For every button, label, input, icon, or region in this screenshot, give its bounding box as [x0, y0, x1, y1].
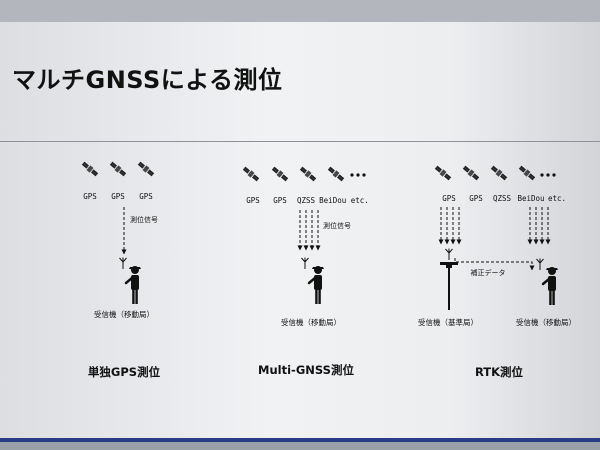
- satellite-label: GPS: [83, 192, 97, 201]
- antenna-icon: [301, 257, 309, 270]
- receiver-label: 受信機（移動局）: [94, 309, 154, 319]
- satellite-icon: [489, 164, 509, 182]
- method-label: 単独GPS測位: [88, 365, 161, 379]
- section-rtk: GPS GPS QZSS BeiDou etc. 補正データ 受信機（基準局） …: [418, 164, 576, 379]
- satellite-icon: [517, 164, 537, 182]
- satellite-icon: [270, 165, 290, 183]
- screen-bottom-band: [0, 442, 600, 450]
- satellite-label: GPS: [139, 192, 153, 201]
- title-divider: [0, 141, 600, 142]
- person-icon: [541, 265, 560, 307]
- satellite-label: QZSS: [493, 194, 512, 203]
- base-station-icon: [440, 248, 458, 310]
- satellite-label: BeiDou: [517, 194, 544, 203]
- method-label: RTK測位: [475, 365, 524, 379]
- base-receiver-label: 受信機（基準局）: [418, 317, 478, 327]
- satellite-icon: [136, 160, 156, 178]
- satellite-icon: [326, 165, 346, 183]
- satellite-icon: [108, 160, 128, 178]
- satellite-icon: [461, 164, 481, 182]
- method-label: Multi-GNSS測位: [258, 363, 354, 377]
- correction-label: 補正データ: [471, 268, 506, 277]
- satellite-label: QZSS: [297, 196, 316, 205]
- satellite-label: etc.: [548, 194, 566, 203]
- satellite-label: GPS: [442, 194, 456, 203]
- satellite-icon: [241, 165, 261, 183]
- ellipsis-dots: [350, 173, 366, 177]
- screen-top-band: [0, 0, 600, 22]
- ellipsis-dots: [540, 173, 556, 177]
- correction-arrow: [454, 258, 535, 271]
- screen-bottom-strip: [0, 438, 600, 442]
- satellite-label: GPS: [246, 196, 260, 205]
- satellite-label: GPS: [111, 192, 125, 201]
- satellite-icon: [80, 160, 100, 178]
- slide-title: マルチGNSSによる測位: [12, 66, 283, 94]
- person-icon: [307, 264, 326, 306]
- signal-label: 測位信号: [130, 215, 158, 224]
- satellite-label: GPS: [273, 196, 287, 205]
- antenna-icon: [536, 258, 544, 271]
- satellite-label: BeiDou etc.: [319, 196, 369, 205]
- satellite-icon: [298, 165, 318, 183]
- section-single-gps: GPS GPS GPS 測位信号 受信機（移動局） 単独GPS測位: [80, 160, 161, 379]
- satellite-label: GPS: [469, 194, 483, 203]
- signal-label: 測位信号: [323, 221, 351, 230]
- antenna-icon: [119, 257, 127, 270]
- section-multi-gnss: GPS GPS QZSS BeiDou etc. 測位信号 受信機（移動局） M…: [241, 165, 369, 377]
- receiver-label: 受信機（移動局）: [281, 317, 341, 327]
- rover-receiver-label: 受信機（移動局）: [516, 317, 576, 327]
- person-icon: [124, 264, 143, 306]
- satellite-icon: [433, 164, 453, 182]
